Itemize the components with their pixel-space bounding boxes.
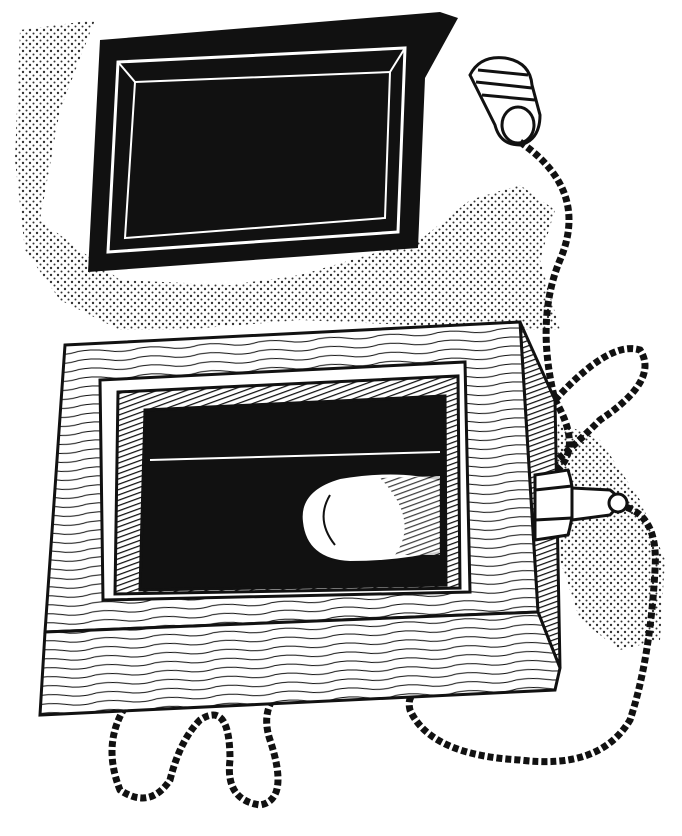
socket: [533, 468, 629, 542]
light-bulb: [300, 472, 441, 564]
plug: [468, 56, 542, 147]
stipple-shadow-right: [555, 420, 665, 650]
cord: [108, 139, 659, 809]
stipple-shadow: [15, 20, 560, 330]
lid: [88, 12, 458, 272]
box-bottom-side: [38, 610, 562, 717]
